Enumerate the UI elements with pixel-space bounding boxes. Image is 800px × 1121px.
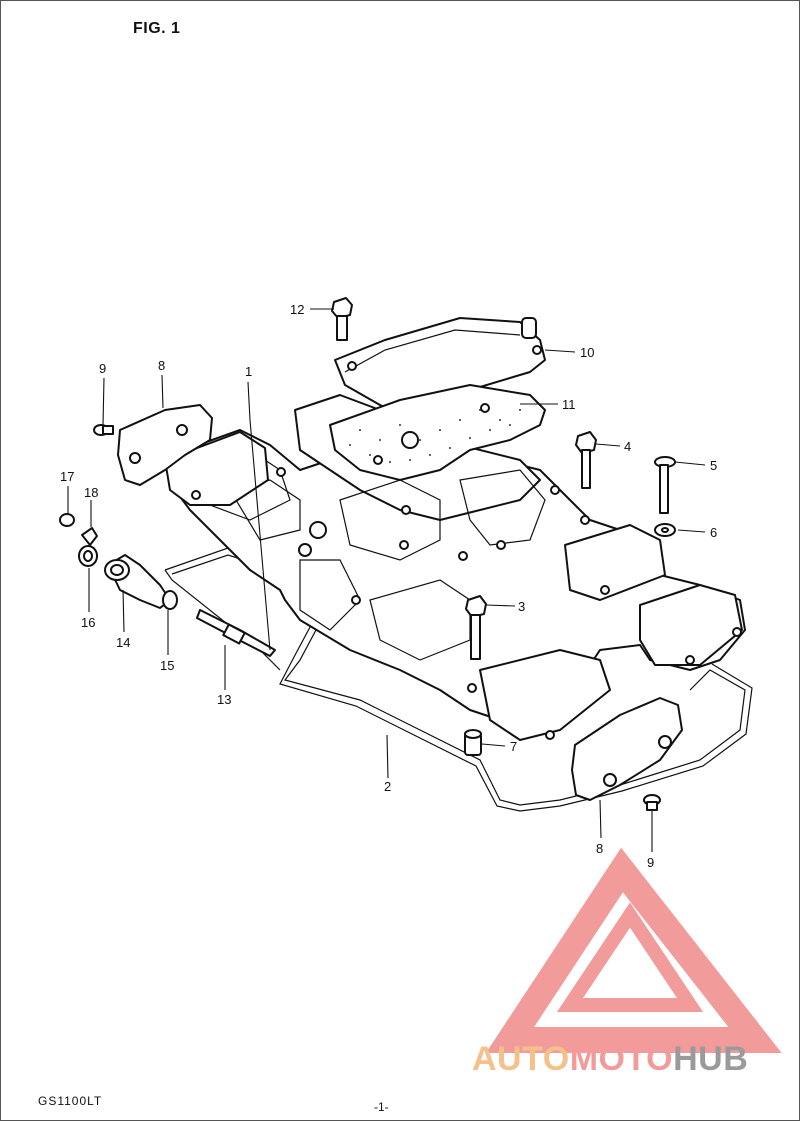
oil-seal-16 [78, 545, 98, 567]
callout-1: 1 [245, 364, 252, 379]
callout-13: 13 [217, 692, 231, 707]
callout-6: 6 [710, 525, 717, 540]
callout-11: 11 [562, 397, 576, 412]
callout-17: 17 [60, 469, 74, 484]
callout-15: 15 [160, 658, 174, 673]
callout-4: 4 [624, 439, 631, 454]
callout-8-top: 8 [158, 358, 165, 373]
bolt-5 [654, 456, 676, 514]
callout-9-top: 9 [99, 361, 106, 376]
callout-3: 3 [518, 599, 525, 614]
tachometer-shaft-13 [196, 609, 276, 657]
callout-14: 14 [116, 635, 130, 650]
callout-18: 18 [84, 485, 98, 500]
leader-lines [67, 308, 706, 852]
plate-18 [81, 527, 98, 546]
bolt-12 [331, 297, 353, 341]
callout-16: 16 [81, 615, 95, 630]
callout-7: 7 [510, 739, 517, 754]
bolt-3 [465, 595, 487, 660]
callout-2: 2 [384, 779, 391, 794]
head-cover-side-cap-left [117, 404, 213, 486]
screw-9-left [93, 424, 114, 436]
breather-cover-gasket [329, 384, 546, 481]
washer-6 [654, 523, 676, 537]
figure-title: FIG. 1 [133, 20, 181, 37]
callout-10: 10 [580, 345, 594, 360]
callout-5: 5 [710, 458, 717, 473]
callout-9-bottom: 9 [647, 855, 654, 870]
callout-12: 12 [290, 302, 304, 317]
callout-8-bottom: 8 [596, 841, 603, 856]
page-number: -1- [374, 1100, 389, 1114]
screw-17 [59, 513, 75, 527]
watermark-logo-text: AUTOMOTOHUB [472, 1040, 748, 1079]
callout-labels: 12 10 11 4 5 6 3 7 1 8 9 2 8 9 17 18 16 … [60, 302, 717, 870]
bolt-4 [575, 431, 597, 489]
watermark-hub: HUB [673, 1040, 749, 1078]
o-ring-15 [162, 590, 178, 610]
watermark-moto: MOTO [569, 1040, 674, 1078]
watermark-logo-triangle [485, 847, 782, 1053]
head-cover-side-cap-right [571, 697, 683, 801]
tachometer-gear-14 [104, 554, 171, 609]
screw-9-right [643, 794, 661, 811]
dowel-pin-7 [464, 729, 482, 756]
watermark-auto: AUTO [472, 1040, 570, 1078]
model-code: GS1100LT [38, 1094, 103, 1108]
